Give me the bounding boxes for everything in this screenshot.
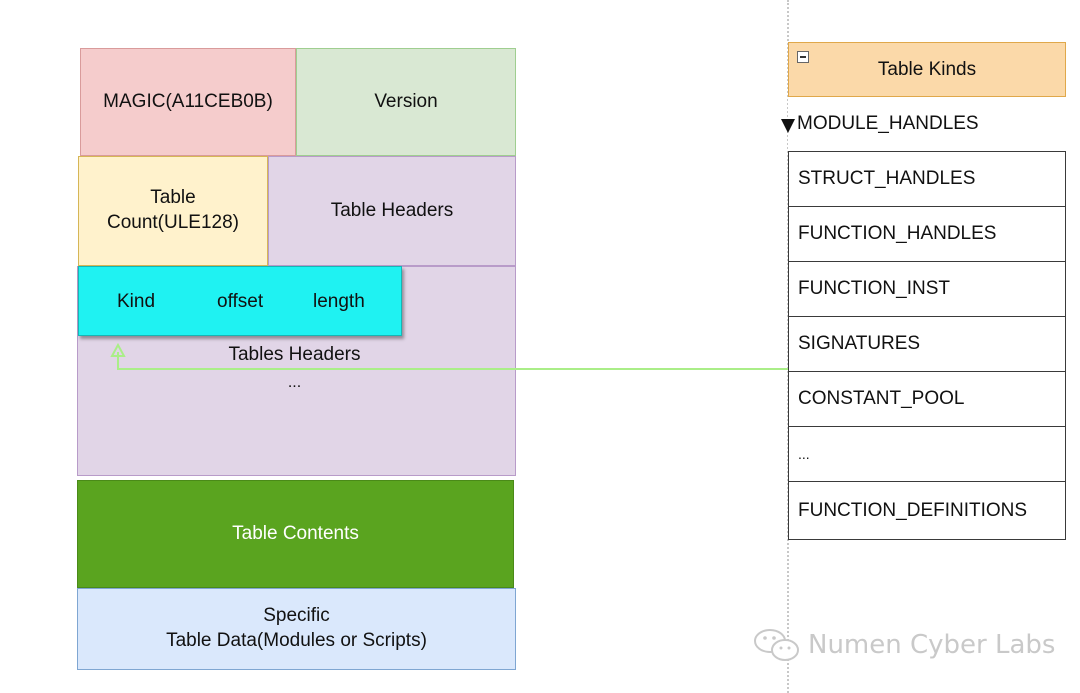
header-entry-offset: offset bbox=[217, 291, 264, 312]
table-kind-item: ... bbox=[788, 427, 1066, 482]
table-kind-label: SIGNATURES bbox=[798, 333, 921, 354]
table-count-label: Table Count(ULE128) bbox=[106, 187, 240, 233]
table-kinds-header: Table Kinds bbox=[788, 42, 1066, 97]
table-headers-label: Table Headers bbox=[330, 199, 454, 221]
watermark: Numen Cyber Labs bbox=[752, 626, 1055, 664]
table-kind-item: FUNCTION_HANDLES bbox=[788, 207, 1066, 262]
table-kind-label: FUNCTION_INST bbox=[798, 278, 950, 299]
tables-headers-ellipsis: ... bbox=[287, 374, 302, 391]
table-kind-label: ... bbox=[798, 446, 810, 462]
table-contents-label: Table Contents bbox=[232, 522, 359, 544]
table-contents-block: Table Contents bbox=[77, 480, 514, 588]
table-kind-item: CONSTANT_POOL bbox=[788, 372, 1066, 427]
magic-label: MAGIC(A11CEB0B) bbox=[103, 90, 273, 112]
watermark-text: Numen Cyber Labs bbox=[808, 630, 1056, 660]
table-kind-label: STRUCT_HANDLES bbox=[798, 168, 976, 189]
tables-headers-label: Tables Headers bbox=[228, 344, 361, 365]
kind-pointer-arrow bbox=[781, 119, 795, 133]
table-kind-item: SIGNATURES bbox=[788, 317, 1066, 372]
magic-block: MAGIC(A11CEB0B) bbox=[80, 48, 296, 156]
specific-table-data-block: Specific Table Data(Modules or Scripts) bbox=[77, 588, 516, 670]
version-label: Version bbox=[374, 90, 438, 112]
table-kind-item: FUNCTION_INST bbox=[788, 262, 1066, 317]
table-kind-label: FUNCTION_DEFINITIONS bbox=[798, 499, 1028, 521]
table-headers-block: Table Headers bbox=[268, 156, 516, 266]
table-kind-item: FUNCTION_DEFINITIONS bbox=[788, 482, 1066, 540]
header-entry-row: Kind offset length bbox=[78, 266, 402, 336]
table-kind-item: STRUCT_HANDLES bbox=[788, 152, 1066, 207]
wechat-icon bbox=[754, 629, 799, 661]
table-kind-label: CONSTANT_POOL bbox=[798, 388, 965, 409]
header-entry-kind: Kind bbox=[117, 291, 156, 312]
table-kind-item: MODULE_HANDLES bbox=[788, 97, 1066, 152]
collapse-icon[interactable] bbox=[797, 51, 809, 63]
table-kind-label: MODULE_HANDLES bbox=[797, 113, 979, 134]
table-count-block: Table Count(ULE128) bbox=[78, 156, 268, 266]
table-kinds-title: Table Kinds bbox=[877, 58, 977, 80]
specific-table-data-label: Specific Table Data(Modules or Scripts) bbox=[166, 605, 427, 651]
version-block: Version bbox=[296, 48, 516, 156]
table-kind-label: FUNCTION_HANDLES bbox=[798, 223, 997, 244]
header-entry-length: length bbox=[313, 291, 365, 312]
